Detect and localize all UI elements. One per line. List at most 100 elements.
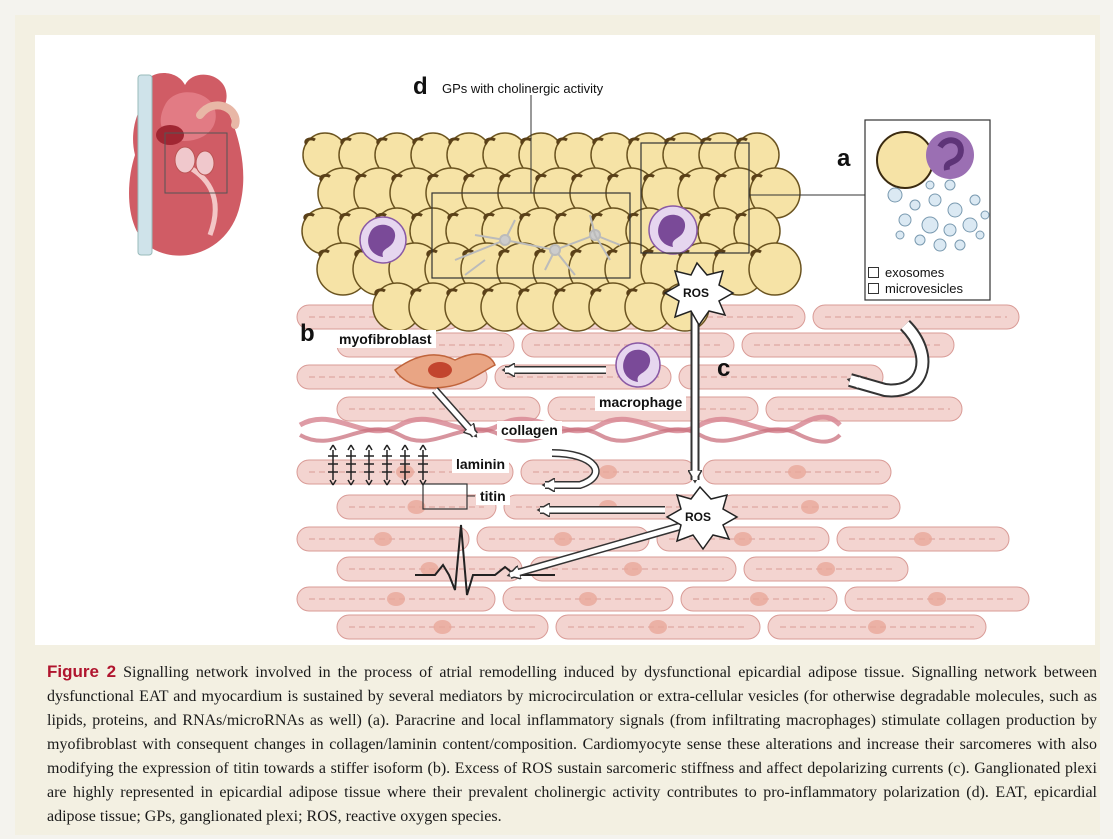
muscle-nucleus — [649, 620, 667, 634]
vesicle — [944, 179, 956, 191]
adipocyte-nucleus — [534, 249, 546, 258]
vesicle — [975, 230, 985, 240]
adipocyte-nucleus — [447, 212, 459, 221]
adipocyte-nucleus — [319, 173, 331, 182]
adipocyte-nucleus — [642, 249, 654, 258]
muscle-nucleus — [624, 562, 642, 576]
adipocyte-nucleus — [374, 288, 386, 297]
adipocyte-nucleus — [554, 288, 566, 297]
adipocyte-nucleus — [556, 137, 568, 146]
adipocyte-nucleus — [391, 173, 403, 182]
adipocyte-nucleus — [448, 137, 460, 146]
panel-label-d: d — [413, 73, 428, 100]
macrophage-label: macrophage — [595, 393, 687, 411]
vesicle — [887, 187, 903, 203]
vesicle-inset — [864, 119, 991, 301]
muscle-nucleus — [407, 500, 426, 514]
adipocyte-nucleus — [591, 212, 603, 221]
titin-spring — [346, 444, 356, 486]
adipocyte-nucleus — [340, 137, 352, 146]
adipocyte-nucleus — [519, 212, 531, 221]
figure-panel: d GPs with cholinergic activity a b c ex… — [15, 15, 1100, 835]
adipocyte-nucleus — [499, 173, 511, 182]
vesicle — [928, 193, 942, 207]
adipocyte-nucleus — [412, 137, 424, 146]
vesicle — [969, 194, 981, 206]
titin-spring — [400, 444, 410, 486]
adipocyte-nucleus — [751, 173, 763, 182]
adipocyte-nucleus — [462, 249, 474, 258]
legend-exosomes-marker — [868, 267, 879, 278]
vesicle — [943, 223, 957, 237]
titin-spring — [364, 444, 374, 486]
adipocyte-nucleus — [355, 173, 367, 182]
caption-text: Signalling network involved in the proce… — [47, 664, 1098, 825]
adipocyte-nucleus — [426, 249, 438, 258]
adipocyte-nucleus — [555, 212, 567, 221]
figure-illustration: d GPs with cholinergic activity a b c ex… — [35, 35, 1095, 645]
ros-label-bottom: ROS — [685, 510, 712, 524]
signal-arrows — [432, 310, 930, 575]
adipocyte-nucleus — [484, 137, 496, 146]
muscle-nucleus — [554, 532, 572, 546]
titin-spring — [328, 444, 338, 486]
adipocyte-nucleus — [699, 212, 711, 221]
adipocyte-nucleus — [303, 212, 315, 221]
adipocyte-nucleus — [750, 249, 762, 258]
titin-label: titin — [476, 487, 510, 505]
muscle-nucleus — [788, 465, 806, 479]
adipocyte-nucleus — [482, 288, 494, 297]
adipocyte-nucleus — [592, 137, 604, 146]
muscle-nucleus — [868, 620, 886, 634]
caption-heading: Figure 2 — [47, 662, 117, 681]
muscle-nucleus — [374, 532, 392, 546]
myofibroblast-label: myofibroblast — [335, 330, 436, 348]
adipocyte-nucleus — [643, 173, 655, 182]
vesicle — [909, 199, 921, 211]
adipocyte-nucleus — [628, 137, 640, 146]
legend-microvesicles-text: microvesicles — [885, 281, 964, 296]
ganglionated-plexi — [454, 214, 621, 276]
muscle-nucleus — [914, 532, 932, 546]
muscle-nucleus — [599, 465, 617, 479]
adipocyte-nucleus — [679, 173, 691, 182]
panel-label-c: c — [717, 355, 731, 382]
muscle-nucleus — [433, 620, 452, 634]
adipocyte-nucleus — [427, 173, 439, 182]
vesicle — [980, 210, 990, 220]
gps-label: GPs with cholinergic activity — [442, 81, 604, 96]
adipocyte — [748, 242, 802, 296]
adipocyte-nucleus — [570, 249, 582, 258]
muscle-nucleus — [387, 592, 405, 606]
muscle-nucleus — [420, 562, 439, 576]
vesicle — [954, 239, 966, 251]
panel-label-a: a — [837, 145, 851, 172]
legend-exosomes-text: exosomes — [885, 265, 945, 280]
illustration-svg — [129, 73, 1030, 640]
legend-exosomes: exosomes — [868, 265, 944, 280]
adipocyte-nucleus — [498, 249, 510, 258]
vesicle — [925, 180, 935, 190]
collagen-fibers — [298, 414, 842, 444]
legend-microvesicles-marker — [868, 283, 879, 294]
adipocyte-nucleus — [735, 212, 747, 221]
adipocyte-nucleus — [318, 249, 330, 258]
vesicle — [898, 213, 912, 227]
macrophage-cell — [359, 205, 698, 388]
adipocyte-nucleus — [304, 137, 316, 146]
adipocyte-nucleus — [535, 173, 547, 182]
adipocyte-nucleus — [411, 212, 423, 221]
vesicle — [914, 234, 926, 246]
adipocyte-nucleus — [590, 288, 602, 297]
adipocyte-nucleus — [520, 137, 532, 146]
figure-caption: Figure 2 Signalling network involved in … — [47, 660, 1097, 829]
muscle-nucleus — [750, 592, 768, 606]
vesicle — [947, 202, 963, 218]
vesicle — [921, 216, 939, 234]
adipose-tissue — [301, 132, 802, 332]
adipocyte-nucleus — [571, 173, 583, 182]
adipocyte-nucleus — [627, 212, 639, 221]
collagen-label: collagen — [497, 421, 562, 439]
adipocyte-nucleus — [715, 173, 727, 182]
vesicle — [933, 238, 947, 252]
